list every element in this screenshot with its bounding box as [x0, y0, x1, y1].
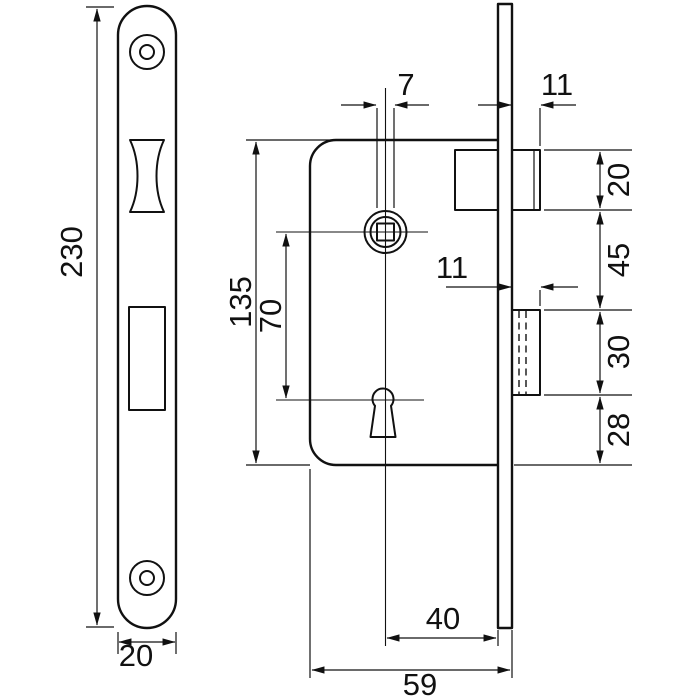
- latch-bolt: [454, 149, 541, 211]
- dim-latch-height: 20: [601, 163, 636, 197]
- latch-tail: [454, 149, 499, 211]
- dim-faceplate-width: 20: [119, 638, 153, 673]
- case-outline: [308, 138, 498, 467]
- center-lines: [276, 88, 428, 646]
- lock-case-side-view: [276, 2, 541, 646]
- dim-deadbolt-height: 30: [601, 335, 636, 369]
- deadbolt-opening: [128, 306, 166, 411]
- dim-case-depth: 59: [403, 667, 437, 700]
- dim-spindle-to-keyhole: 70: [253, 299, 288, 333]
- faceplate-outline: [116, 4, 178, 630]
- deadbolt-head: [511, 309, 541, 396]
- dim-case-height: 135: [223, 276, 258, 328]
- faceplate-edge: [496, 2, 514, 630]
- dim-spindle-square: 7: [397, 67, 414, 102]
- screw-hole-bottom: [129, 560, 165, 596]
- keyhole: [369, 387, 397, 438]
- latch-opening: [129, 139, 165, 213]
- latch-head: [511, 149, 541, 211]
- dimension-lines: [93, 8, 604, 674]
- dim-deadbolt-to-bottom: 28: [601, 413, 636, 447]
- extension-lines: [86, 6, 632, 678]
- dim-deadbolt-projection: 11: [436, 250, 468, 285]
- screw-hole-top: [129, 34, 165, 70]
- dim-latch-to-deadbolt: 45: [601, 243, 636, 277]
- deadbolt: [511, 309, 541, 396]
- dimension-labels: 230 20 135 70 7 11 11 20 45 30 28 40 59: [54, 67, 636, 700]
- dim-faceplate-height: 230: [54, 226, 89, 278]
- faceplate-front-view: [116, 4, 178, 630]
- dim-latch-projection: 11: [541, 67, 573, 102]
- dim-backset: 40: [426, 601, 460, 636]
